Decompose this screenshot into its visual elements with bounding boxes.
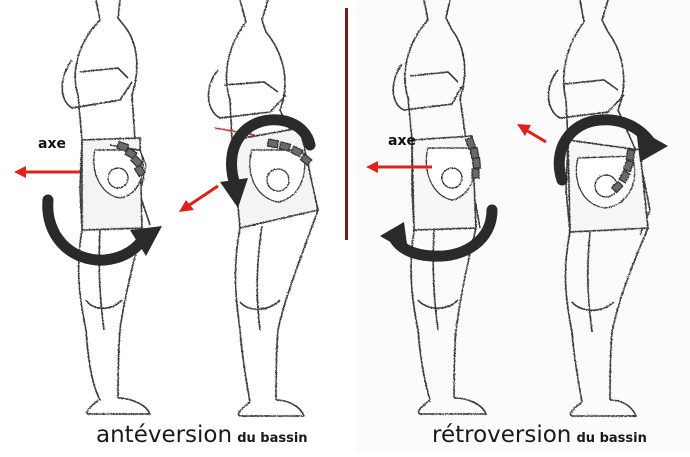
caption-retroversion-main: rétroversion <box>432 422 571 448</box>
axis-label-right: axe <box>388 133 416 149</box>
caption-retroversion: rétroversion du bassin <box>432 422 647 448</box>
caption-anteversion: antéversion du bassin <box>96 422 308 448</box>
caption-anteversion-sub: du bassin <box>237 431 307 446</box>
axis-label-left: axe <box>38 136 66 152</box>
caption-retroversion-sub: du bassin <box>576 431 646 446</box>
panel-divider <box>345 8 348 240</box>
caption-anteversion-main: antéversion <box>96 422 232 448</box>
